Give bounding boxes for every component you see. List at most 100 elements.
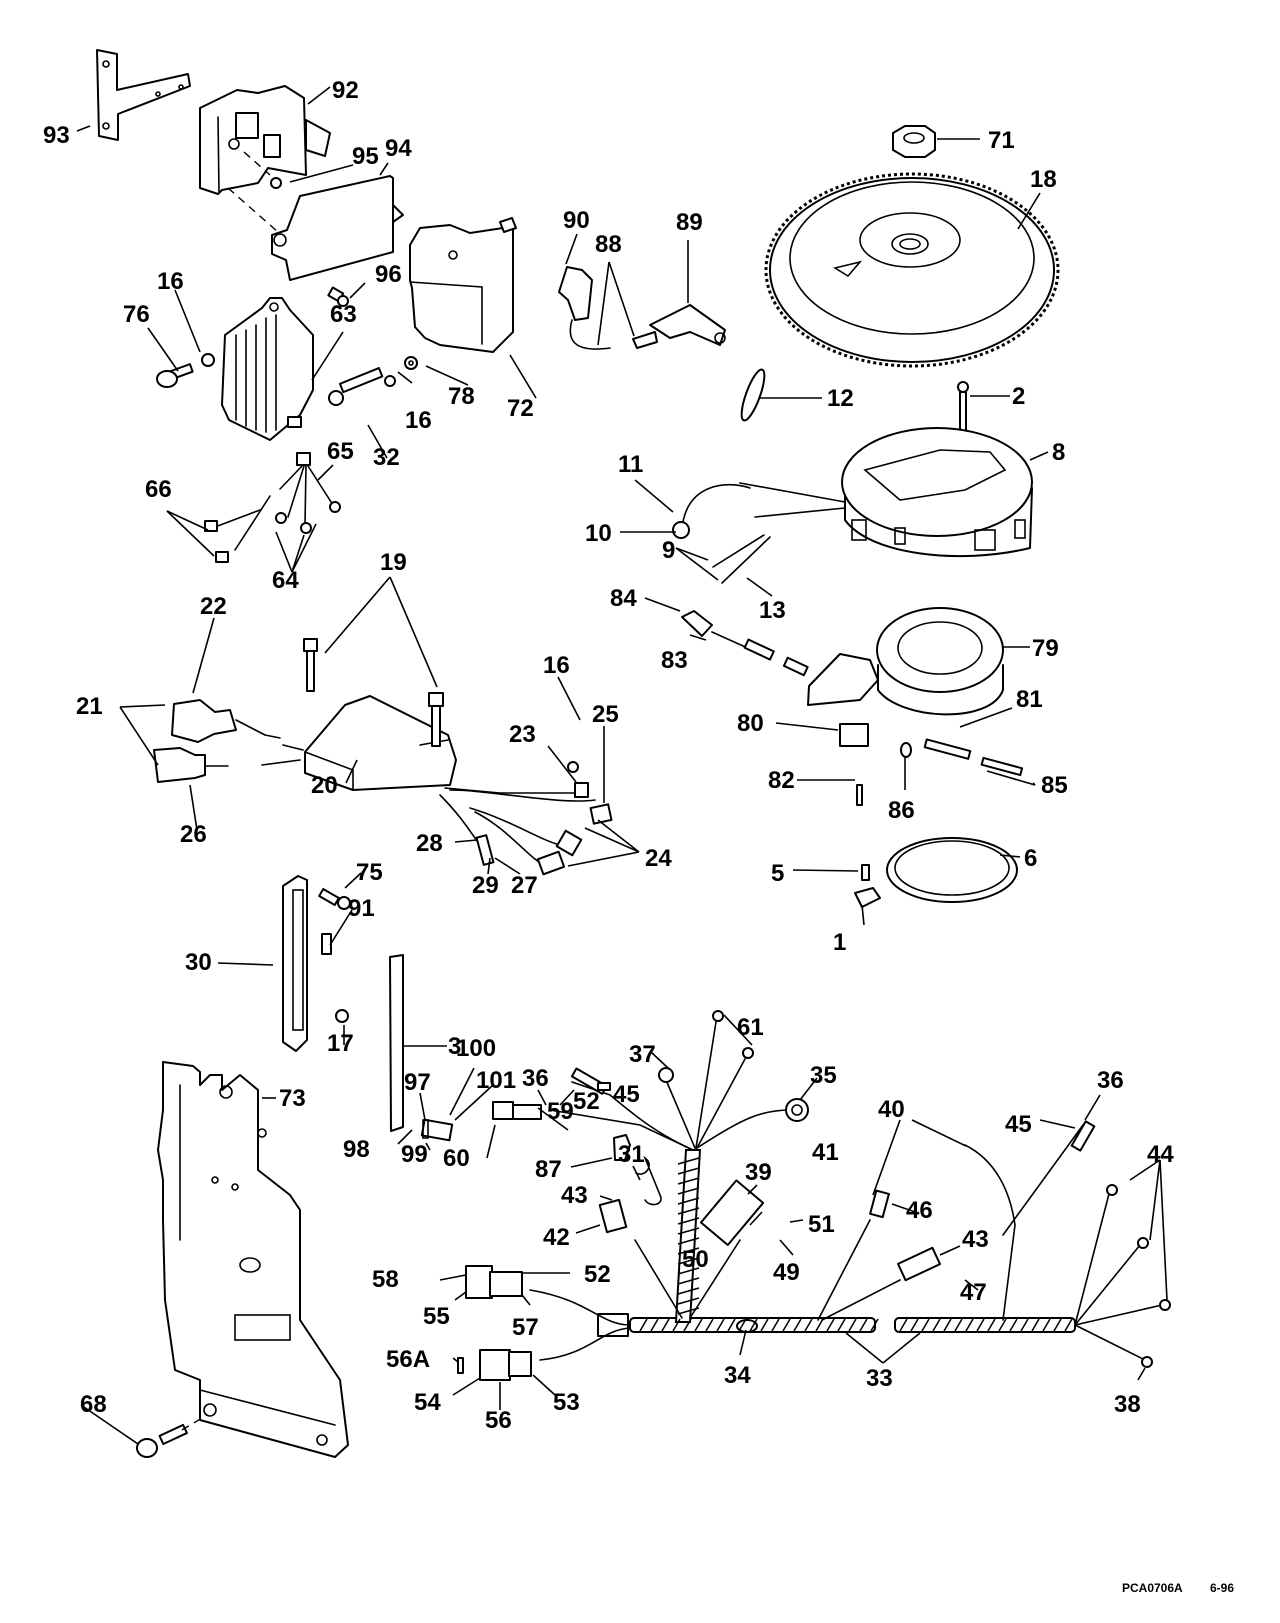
clip-1 xyxy=(854,887,881,908)
callout-89: 89 xyxy=(676,209,703,236)
harness-wrap-stripe xyxy=(771,1318,780,1332)
callout-30: 30 xyxy=(185,949,212,976)
harness-wrap-stripe xyxy=(870,1318,879,1332)
callout-66: 66 xyxy=(145,476,172,503)
callout-78: 78 xyxy=(448,383,475,410)
cover-3 xyxy=(389,954,404,1132)
callout-85: 85 xyxy=(1041,772,1068,799)
screw-75 xyxy=(318,888,351,910)
lockwasher-16a xyxy=(201,353,215,367)
harness-wrap-stripe xyxy=(815,1318,824,1332)
callout-16-powerpack: 16 xyxy=(543,652,570,679)
harness-wrap-stripe xyxy=(1031,1318,1040,1332)
harness-wrap-stripe xyxy=(826,1318,835,1332)
harness-wrap-stripe xyxy=(677,1217,700,1225)
callout-47: 47 xyxy=(960,1279,987,1306)
harness-wrap-stripe xyxy=(782,1318,791,1332)
connector-97-101 xyxy=(420,1118,454,1142)
callout-labels: 93 92 94 95 96 16 76 63 78 72 16 32 65 6… xyxy=(43,77,1174,1434)
callout-16-rectifier: 16 xyxy=(157,268,184,295)
harness-wrap-stripe xyxy=(921,1318,930,1332)
callout-28: 28 xyxy=(416,830,443,857)
callout-80: 80 xyxy=(737,710,764,737)
harness-wrap-stripe xyxy=(954,1318,963,1332)
callout-41: 41 xyxy=(812,1139,839,1166)
retaining-ring-6 xyxy=(886,837,1018,903)
callout-29: 29 xyxy=(472,872,499,899)
callout-68: 68 xyxy=(80,1391,107,1418)
callout-35: 35 xyxy=(810,1062,837,1089)
callout-24: 24 xyxy=(645,845,672,872)
callout-56a: 56A xyxy=(386,1346,430,1373)
callout-54: 54 xyxy=(414,1389,441,1416)
drawing-code: PCA0706A xyxy=(1122,1581,1183,1595)
harness-wrap-stripe xyxy=(677,1207,700,1215)
callout-72: 72 xyxy=(507,395,534,422)
harness-wrap-stripe xyxy=(749,1318,758,1332)
callout-63: 63 xyxy=(330,301,357,328)
callout-97: 97 xyxy=(404,1069,431,1096)
callout-76: 76 xyxy=(123,301,150,328)
callout-53: 53 xyxy=(553,1389,580,1416)
callout-3: 3 xyxy=(448,1033,461,1060)
connectors-21-22-26 xyxy=(153,699,304,783)
harness-wrap-stripe xyxy=(677,1157,700,1165)
assembly-line-92-94 xyxy=(227,187,279,233)
harness-wrap-stripe xyxy=(1053,1318,1062,1332)
callout-11: 11 xyxy=(618,451,643,478)
callout-55: 55 xyxy=(423,1303,450,1330)
harness-wrap-stripe xyxy=(932,1318,941,1332)
callout-59: 59 xyxy=(547,1098,574,1125)
screw-68 xyxy=(136,1423,188,1458)
screw-76 xyxy=(156,363,194,388)
callout-32: 32 xyxy=(373,444,400,471)
harness-wrap-stripe xyxy=(943,1318,952,1332)
flywheel-18 xyxy=(764,172,1060,368)
callout-40: 40 xyxy=(878,1096,905,1123)
harness-wrap-stripe xyxy=(672,1318,681,1332)
callout-44: 44 xyxy=(1147,1141,1174,1168)
clamp-12 xyxy=(740,368,766,422)
assembly-line-68 xyxy=(181,1414,208,1431)
harness-wrap-stripe xyxy=(677,1177,700,1185)
callout-83: 83 xyxy=(661,647,688,674)
spark-plug-cap-89 xyxy=(632,304,726,349)
callout-95: 95 xyxy=(352,143,379,170)
harness-wrap-stripe xyxy=(677,1197,700,1205)
callout-60: 60 xyxy=(443,1145,470,1172)
callout-18: 18 xyxy=(1030,166,1057,193)
harness-stripes xyxy=(639,1157,1073,1332)
harness-terminals xyxy=(457,1010,1171,1381)
callout-22: 22 xyxy=(200,593,227,620)
harness-wrap-stripe xyxy=(1042,1318,1051,1332)
callout-17: 17 xyxy=(327,1030,354,1057)
bolts-19 xyxy=(303,638,444,747)
callout-65: 65 xyxy=(327,438,354,465)
flywheel-nut-71 xyxy=(892,125,936,158)
callout-98: 98 xyxy=(343,1136,370,1163)
stator-8 xyxy=(841,427,1033,558)
callout-21: 21 xyxy=(76,693,103,720)
screw-17 xyxy=(335,1009,349,1023)
callout-36-right: 36 xyxy=(1097,1067,1124,1094)
callout-73: 73 xyxy=(279,1085,306,1112)
bolt-32 xyxy=(328,367,384,406)
harness-wrap-stripe xyxy=(760,1318,769,1332)
harness-wrap-stripe xyxy=(677,1277,700,1285)
callout-46: 46 xyxy=(906,1197,933,1224)
timer-base-79 xyxy=(807,607,1004,716)
callout-96: 96 xyxy=(375,261,402,288)
callout-27: 27 xyxy=(511,872,538,899)
harness-wrap-stripe xyxy=(683,1318,692,1332)
harness-wrap-stripe xyxy=(650,1318,659,1332)
callout-56: 56 xyxy=(485,1407,512,1434)
callout-88: 88 xyxy=(595,231,622,258)
harness-wrap-stripe xyxy=(677,1297,700,1305)
callout-26: 26 xyxy=(180,821,207,848)
callout-45-left: 45 xyxy=(613,1081,640,1108)
harness-wrap-stripe xyxy=(677,1237,700,1245)
callout-25: 25 xyxy=(592,701,619,728)
harness-wrap-stripe xyxy=(738,1318,747,1332)
bracket-93 xyxy=(96,49,191,141)
revision-date: 6-96 xyxy=(1210,1581,1234,1595)
